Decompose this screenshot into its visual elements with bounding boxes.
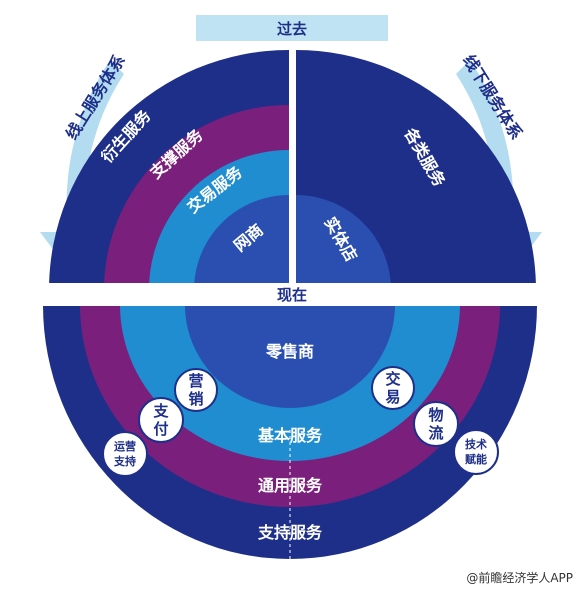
online-service-quadrant — [49, 50, 289, 283]
general-services-label: 通用服务 — [258, 476, 323, 495]
ops-support-line1: 运营 — [114, 439, 136, 453]
trade-bubble: 交 易 — [371, 366, 415, 410]
retailer-core — [185, 306, 395, 408]
ops-support-bubble: 运营 支持 — [102, 431, 148, 477]
payment-bubble-line2: 付 — [153, 420, 168, 438]
tech-bubble-line2: 赋能 — [465, 452, 487, 466]
logistics-bubble: 物 流 — [413, 401, 459, 447]
offline-service-quadrant — [296, 50, 536, 283]
past-label: 过去 — [277, 20, 307, 38]
trade-bubble-line2: 易 — [385, 388, 400, 406]
physical-store-core — [296, 195, 391, 283]
marketing-bubble-line2: 销 — [188, 390, 203, 408]
ecommerce-core — [194, 195, 289, 283]
tech-bubble-line1: 技术 — [465, 437, 487, 451]
basic-services-label: 基本服务 — [257, 426, 323, 445]
tech-bubble: 技术 赋能 — [453, 429, 499, 475]
logistics-bubble-line2: 流 — [428, 424, 443, 442]
support-services-label: 支持服务 — [257, 523, 323, 542]
trade-bubble-line1: 交 — [385, 370, 400, 388]
retailer-label: 零售商 — [265, 342, 314, 361]
payment-bubble-line1: 支 — [152, 402, 169, 420]
payment-bubble: 支 付 — [138, 397, 184, 443]
marketing-bubble: 营 销 — [174, 368, 218, 412]
logistics-bubble-line1: 物 — [428, 406, 443, 424]
ops-support-line2: 支持 — [113, 454, 136, 468]
marketing-bubble-line1: 营 — [188, 372, 203, 390]
footer-credit: @前瞻经济学人APP — [466, 571, 573, 585]
present-divider — [0, 284, 581, 306]
past-banner — [196, 15, 388, 41]
present-label: 现在 — [277, 286, 307, 304]
